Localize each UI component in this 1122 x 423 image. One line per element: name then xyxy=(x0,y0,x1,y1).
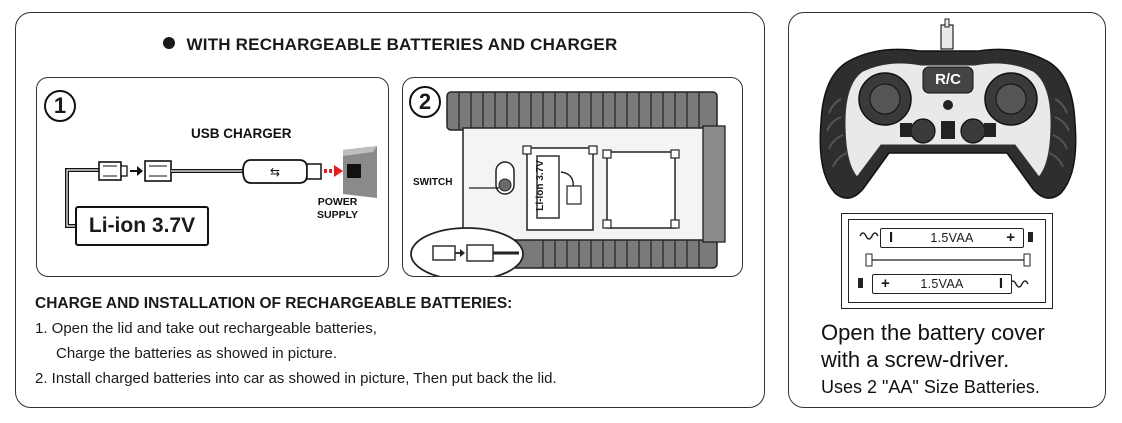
usb-charger-illustration: ⇆ xyxy=(65,146,377,228)
svg-text:⇆: ⇆ xyxy=(270,165,280,179)
remote-caption-line-3: Uses 2 "AA" Size Batteries. xyxy=(821,377,1040,397)
remote-caption-line-1: Open the battery cover xyxy=(821,320,1045,345)
aa-battery-cell-2: + 1.5VAA I xyxy=(872,274,1012,294)
remote-battery-panel: R/C I 1.5VAA + + 1.5VAA I Open the batte… xyxy=(788,12,1106,408)
figure-battery-compartment: 2 SWITCH Li-ion 3.7V xyxy=(402,77,743,277)
charging-instructions-panel: WITH RECHARGEABLE BATTERIES AND CHARGER … xyxy=(15,12,765,408)
tank-compartment-illustration xyxy=(410,91,726,276)
instruction-step-1-continued: Charge the batteries as showed in pictur… xyxy=(56,345,337,362)
step-number-badge: 2 xyxy=(409,86,441,118)
connector-male-icon xyxy=(98,161,128,181)
step-number-badge: 1 xyxy=(44,90,76,122)
usb-plug-icon: ⇆ xyxy=(242,159,322,184)
battery-pack-label: Li-ion 3.7V xyxy=(75,206,209,246)
bullet-icon xyxy=(162,37,175,49)
instructions-title: CHARGE AND INSTALLATION OF RECHARGEABLE … xyxy=(35,295,513,312)
power-socket-icon xyxy=(343,146,377,198)
instruction-step-2: 2. Install charged batteries into car as… xyxy=(35,370,557,387)
usb-charger-label: USB CHARGER xyxy=(191,126,292,141)
remote-logo: R/C xyxy=(935,71,961,88)
remote-caption-line-2: with a screw-driver. xyxy=(821,347,1010,372)
aa-battery-cell-1: I 1.5VAA + xyxy=(880,228,1024,248)
remote-controller-illustration xyxy=(819,18,1077,199)
instruction-step-1: 1. Open the lid and take out rechargeabl… xyxy=(35,320,377,337)
switch-label: SWITCH xyxy=(413,177,453,188)
battery-springs-icon xyxy=(858,232,1033,288)
connector-female-icon xyxy=(144,160,172,182)
figure-usb-charging: 1 USB CHARGER xyxy=(36,77,389,277)
compartment-battery-label: Li-ion 3.7V xyxy=(534,160,546,211)
battery-compartment-diagram: I 1.5VAA + + 1.5VAA I xyxy=(841,213,1053,309)
section-heading: WITH RECHARGEABLE BATTERIES AND CHARGER xyxy=(16,35,764,55)
power-supply-label: POWER SUPPLY xyxy=(317,196,359,221)
